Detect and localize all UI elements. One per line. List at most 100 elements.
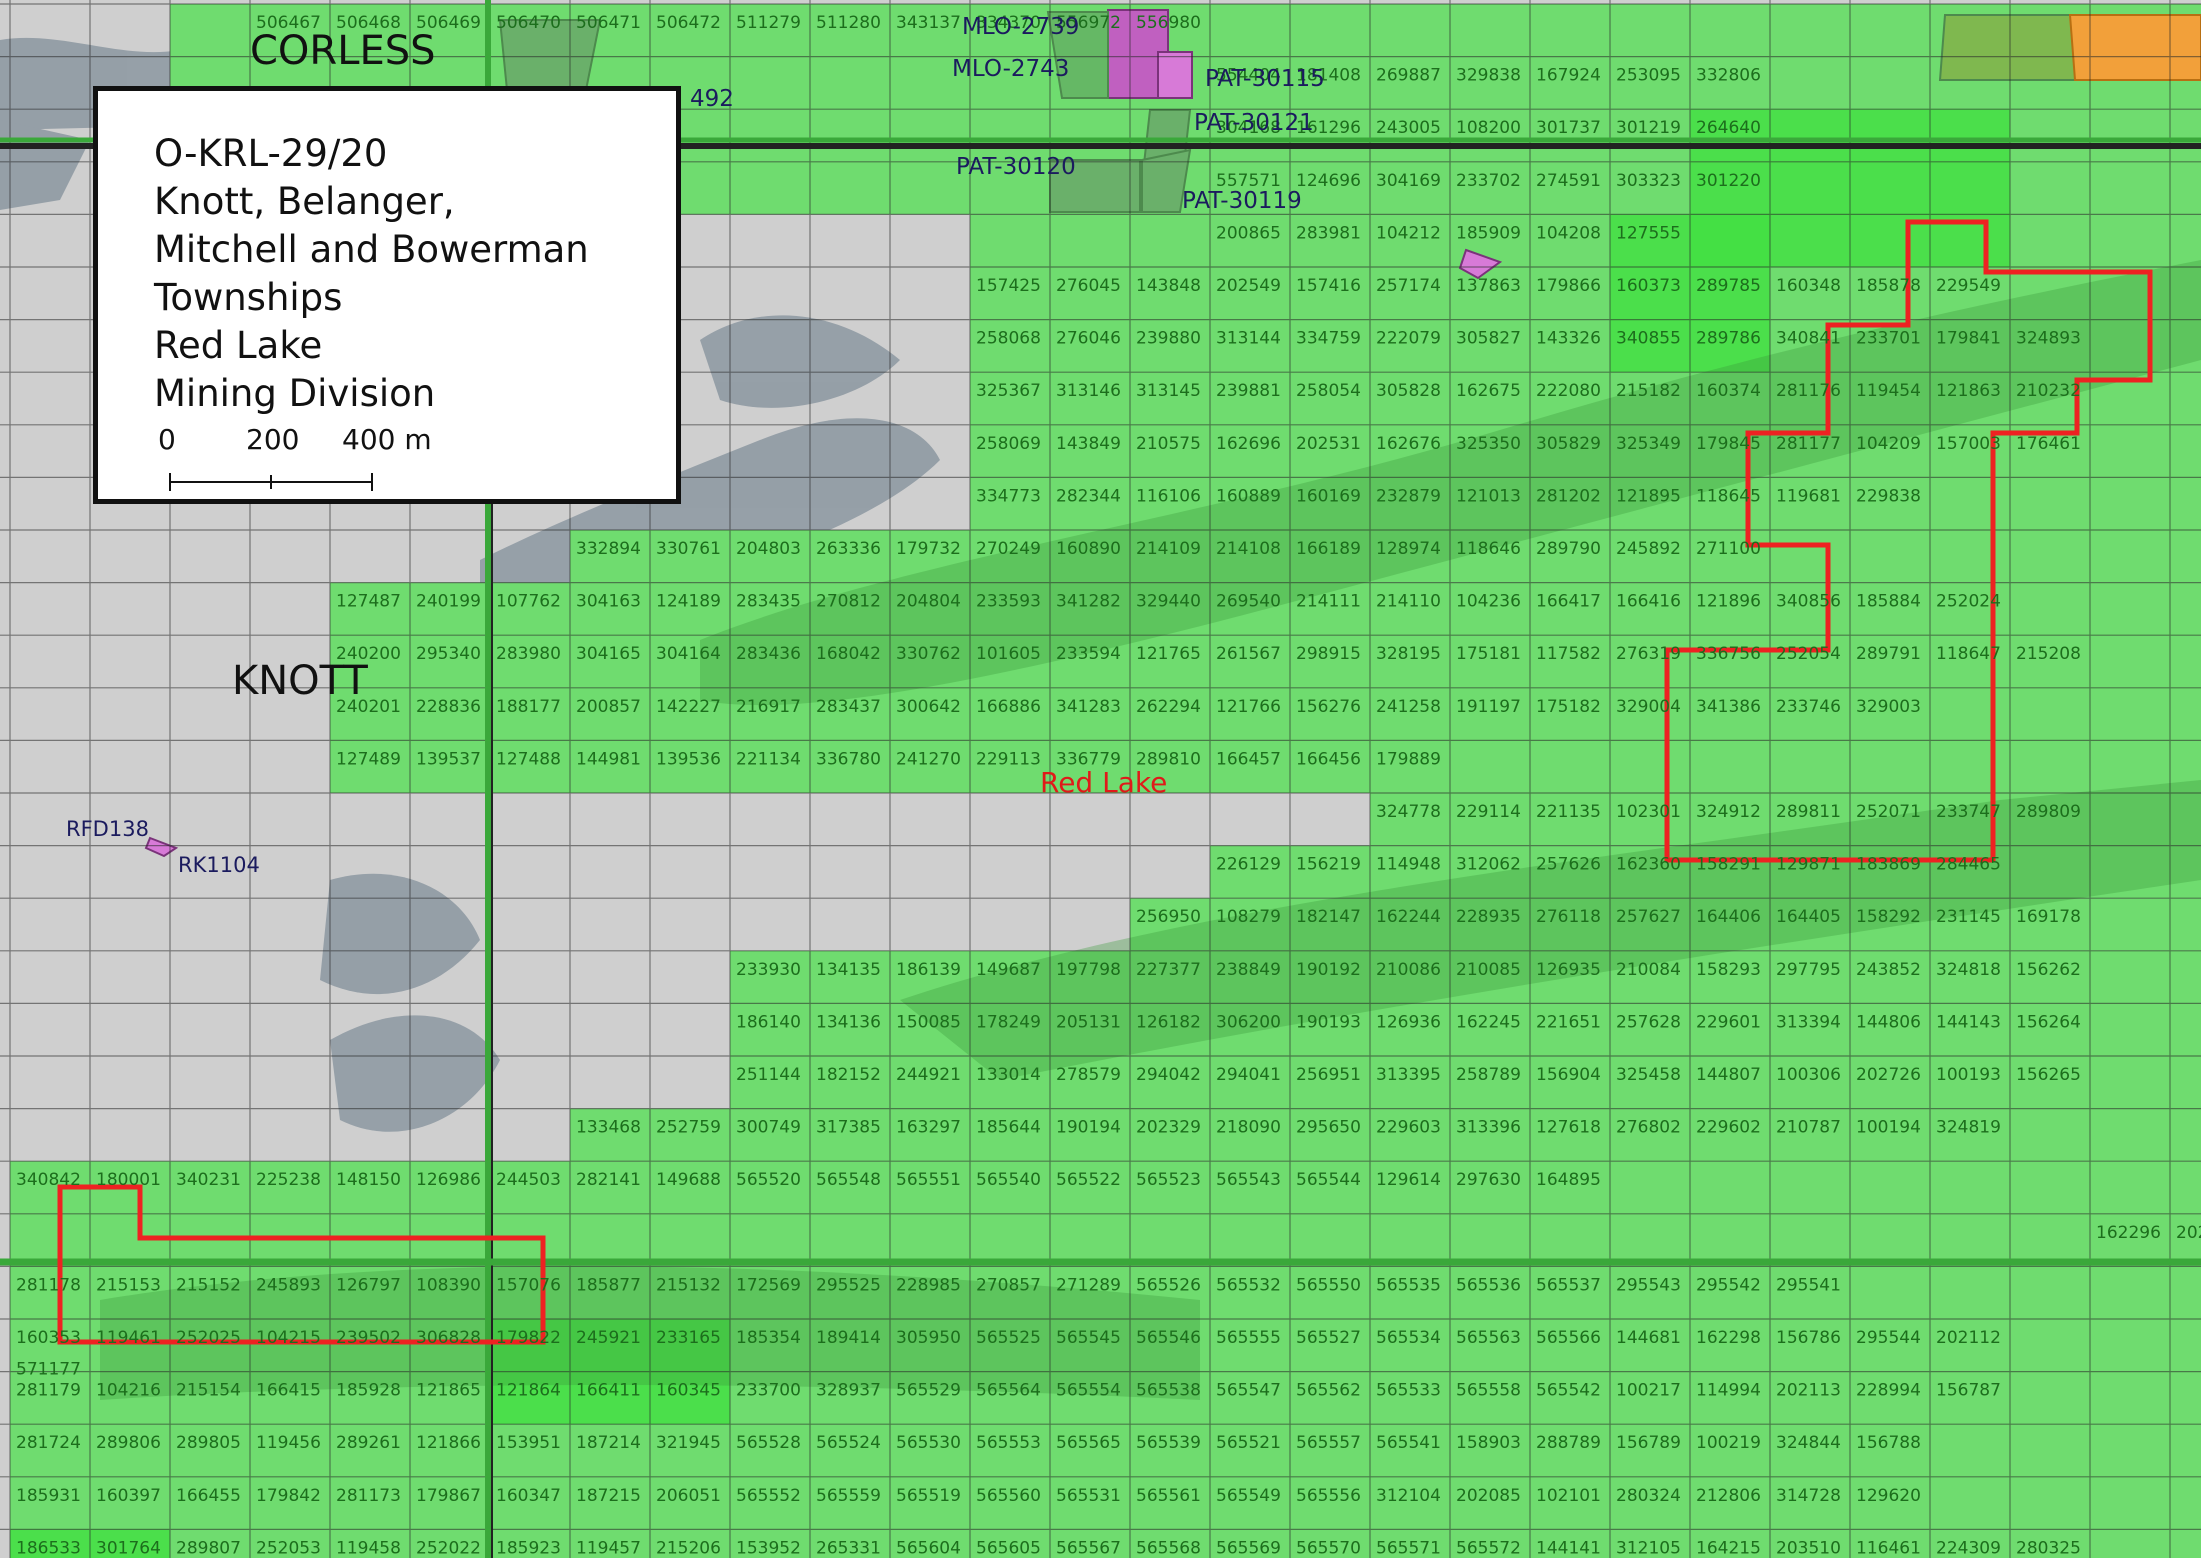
claim-number: 200857 [576, 697, 641, 717]
claim-number: 133468 [576, 1118, 641, 1138]
claim-number: 295541 [1776, 1275, 1841, 1295]
claim-number: 283436 [736, 644, 801, 664]
claim-number: 185928 [336, 1381, 401, 1401]
claim-number: 506469 [416, 13, 481, 33]
claim-number: 271100 [1696, 539, 1761, 559]
claim-number: 554404 [1216, 66, 1281, 86]
claim-number: 160345 [656, 1381, 721, 1401]
claim-number: 162296 [2096, 1223, 2161, 1243]
claim-number: 295544 [1856, 1328, 1921, 1348]
claim-number: 252759 [656, 1118, 721, 1138]
claim-number: 238849 [1216, 960, 1281, 980]
claim-number: 289805 [176, 1433, 241, 1453]
claim-number: 565526 [1136, 1275, 1201, 1295]
scale-bar [169, 473, 373, 491]
lease-pat-30115 [1157, 51, 1193, 99]
claim-number: 565523 [1136, 1170, 1201, 1190]
lease-label-pat-30115: PAT-30115 [1205, 66, 1325, 92]
claim-number: 565527 [1296, 1328, 1361, 1348]
claim-number: 119457 [576, 1538, 641, 1558]
claim-number: 156904 [1536, 1065, 1601, 1085]
claim-number: 214111 [1296, 592, 1361, 612]
claim-number: 121863 [1936, 381, 2001, 401]
claim-number: 108200 [1456, 118, 1521, 138]
claim-number: 119461 [96, 1328, 161, 1348]
claim-number: 281724 [16, 1433, 81, 1453]
claim-number: 565542 [1536, 1381, 1601, 1401]
claim-number: 276045 [1056, 276, 1121, 296]
lease-small-parcel [1458, 248, 1503, 280]
claim-number: 324893 [2016, 329, 2081, 349]
scale-label-200: 200 [246, 423, 300, 456]
claim-number: 228985 [896, 1275, 961, 1295]
claim-number: 244503 [496, 1170, 561, 1190]
claim-number: 166415 [256, 1381, 321, 1401]
claim-number: 334773 [976, 486, 1041, 506]
claim-number: 180001 [96, 1170, 161, 1190]
claim-number: 565541 [1376, 1433, 1441, 1453]
claim-number: 227377 [1136, 960, 1201, 980]
claim-number: 127618 [1536, 1118, 1601, 1138]
claim-number: 252025 [176, 1328, 241, 1348]
claim-number: 166456 [1296, 749, 1361, 769]
claim-number: 186533 [16, 1538, 81, 1558]
claim-number: 565531 [1056, 1486, 1121, 1506]
claim-number: 100306 [1776, 1065, 1841, 1085]
claim-number: 295340 [416, 644, 481, 664]
claim-number: 329440 [1136, 592, 1201, 612]
claim-number: 270249 [976, 539, 1041, 559]
claim-number: 276118 [1536, 907, 1601, 927]
claim-number: 304169 [1376, 171, 1441, 191]
claim-number: 324819 [1936, 1118, 2001, 1138]
claim-number: 100217 [1616, 1381, 1681, 1401]
claim-number: 121865 [416, 1381, 481, 1401]
claim-number: 565556 [1296, 1486, 1361, 1506]
claim-block [10, 1161, 2201, 1558]
claim-number: 304164 [656, 644, 721, 664]
claim-number: 229603 [1376, 1118, 1441, 1138]
claim-number: 312105 [1616, 1538, 1681, 1558]
outline-east [1664, 219, 2153, 863]
claim-number: 156265 [2016, 1065, 2081, 1085]
claim-number: 239880 [1136, 329, 1201, 349]
claim-number: 565560 [976, 1486, 1041, 1506]
claim-number: 160890 [1056, 539, 1121, 559]
claim-number: 117582 [1536, 644, 1601, 664]
claim-number: 221135 [1536, 802, 1601, 822]
claim-number: 565562 [1296, 1381, 1361, 1401]
claim-number: 162676 [1376, 434, 1441, 454]
claim-number: 179732 [896, 539, 961, 559]
claim-number: 313145 [1136, 381, 1201, 401]
claim-number: 270812 [816, 592, 881, 612]
claim-number: 214108 [1216, 539, 1281, 559]
claim-number: 160374 [1696, 381, 1761, 401]
claim-number: 301220 [1696, 171, 1761, 191]
claim-number: 160169 [1296, 486, 1361, 506]
claim-number: 114994 [1696, 1381, 1761, 1401]
claim-number: 166411 [576, 1381, 641, 1401]
claim-number: 329004 [1616, 697, 1681, 717]
claim-number: 153951 [496, 1433, 561, 1453]
claim-number: 157076 [496, 1275, 561, 1295]
claim-number: 334759 [1296, 329, 1361, 349]
claim-number: 289261 [336, 1433, 401, 1453]
claim-number: 282344 [1056, 486, 1121, 506]
claim-number: 256950 [1136, 907, 1201, 927]
claim-number: 565546 [1136, 1328, 1201, 1348]
claim-number: 565559 [816, 1486, 881, 1506]
claim-number: 565539 [1136, 1433, 1201, 1453]
claim-number: 214110 [1376, 592, 1441, 612]
claim-number: 506467 [256, 13, 321, 33]
claim-number: 149687 [976, 960, 1041, 980]
claim-number: 215132 [656, 1275, 721, 1295]
claim-number: 297630 [1456, 1170, 1521, 1190]
claim-number: 156219 [1296, 855, 1361, 875]
claim-number: 565520 [736, 1170, 801, 1190]
claim-number: 264640 [1696, 118, 1761, 138]
claim-number: 341282 [1056, 592, 1121, 612]
claim-number: 121896 [1696, 592, 1761, 612]
claim-number: 565547 [1216, 1381, 1281, 1401]
place-label-red-lake: Red Lake [1040, 766, 1167, 799]
claim-number: 185354 [736, 1328, 801, 1348]
claim-number: 121895 [1616, 486, 1681, 506]
